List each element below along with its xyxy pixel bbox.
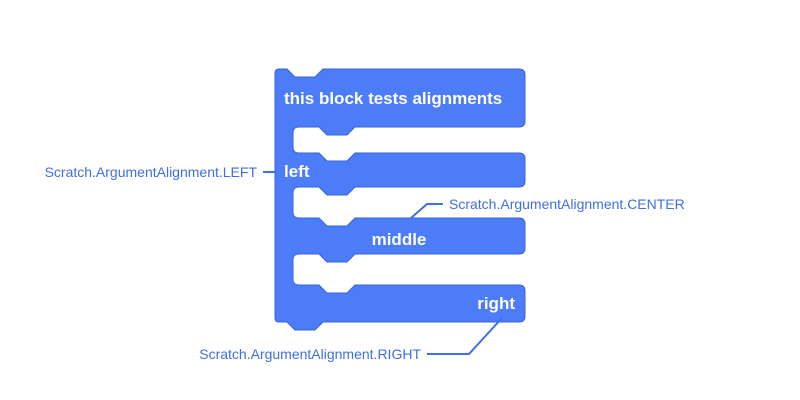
callout-label-right: Scratch.ArgumentAlignment.RIGHT [199,346,421,362]
argument-label-middle: middle [372,230,427,249]
argument-label-right: right [477,294,515,313]
callout-label-left: Scratch.ArgumentAlignment.LEFT [45,164,258,180]
scratch-block[interactable]: this block tests alignments left middle … [274,68,526,331]
argument-label-left: left [284,162,310,181]
callout-label-center: Scratch.ArgumentAlignment.CENTER [449,196,685,212]
block-header: this block tests alignments [284,89,502,108]
callouts: Scratch.ArgumentAlignment.LEFT Scratch.A… [45,164,685,362]
callout-line-right [427,317,503,355]
callout-line-center [410,203,443,219]
block-shape [274,68,526,331]
